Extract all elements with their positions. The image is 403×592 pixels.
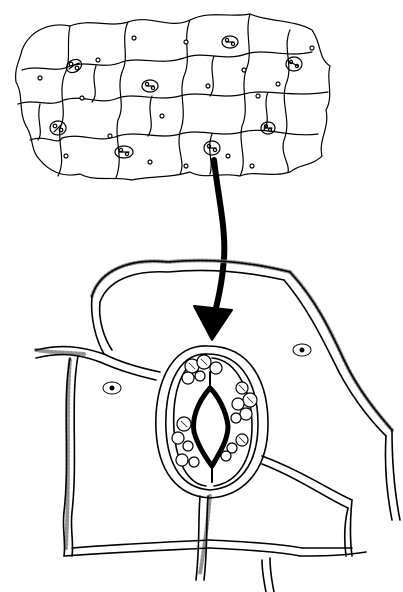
epidermis-overview <box>16 14 330 180</box>
stoma-small <box>115 146 133 158</box>
cell-dots <box>38 36 314 168</box>
cell-wall <box>210 56 214 96</box>
stoma-small <box>64 57 84 75</box>
arrow-shaft <box>214 160 224 316</box>
cell-nucleus <box>103 382 121 394</box>
cell-wall <box>18 92 328 104</box>
cell-nucleus <box>293 344 311 356</box>
magnification-arrow <box>194 160 232 340</box>
cell-wall <box>38 104 40 140</box>
cell-wall <box>148 96 152 136</box>
stoma-small <box>222 36 238 48</box>
cell-wall <box>92 66 96 102</box>
arrow-head <box>194 306 232 340</box>
cell-wall <box>22 52 312 70</box>
cell-wall <box>58 26 70 176</box>
stoma-small <box>142 80 158 92</box>
stoma-highlighted <box>204 141 220 155</box>
cell-wall <box>283 30 290 172</box>
cell-wall <box>30 130 318 141</box>
stoma-small <box>261 122 275 134</box>
stoma-small <box>50 121 66 135</box>
guard-cell-right <box>212 358 252 486</box>
cell-wall <box>210 134 212 174</box>
